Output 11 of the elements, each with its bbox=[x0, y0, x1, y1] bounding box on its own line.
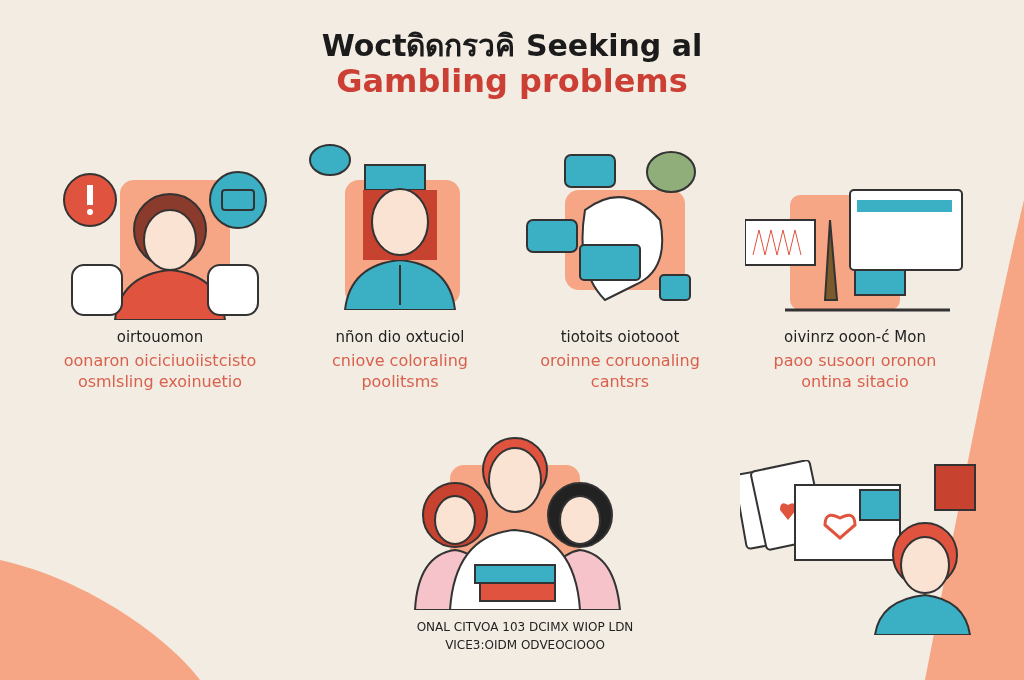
panel-description: oroinne coruonaling cantsrs bbox=[539, 350, 701, 392]
panel-description: paoo susoorı oronon ontina sitacio bbox=[772, 350, 938, 392]
panel-heading: tiotoits oiotooot bbox=[559, 328, 681, 346]
panel-description: oonaron oiciciuoiistcisto osmlsling exoinuetio bbox=[62, 350, 258, 392]
panel-description: cniove coloraling poolitsms bbox=[331, 350, 469, 392]
subtitle: Gambling problems bbox=[335, 62, 689, 100]
panel-heading: oivinrz ooon-ć Mon bbox=[783, 328, 927, 346]
title: Woctดิดกรวคิ Seeking al bbox=[320, 27, 704, 65]
panel-heading: nñon dio oxtuciol bbox=[334, 328, 466, 346]
panel-heading: oirtouomon bbox=[115, 328, 205, 346]
panel-caption: ONAL CITVOA 103 DCIMX WIOP LDN VICE3:OIDM ODVEOCIOOO bbox=[415, 619, 635, 654]
